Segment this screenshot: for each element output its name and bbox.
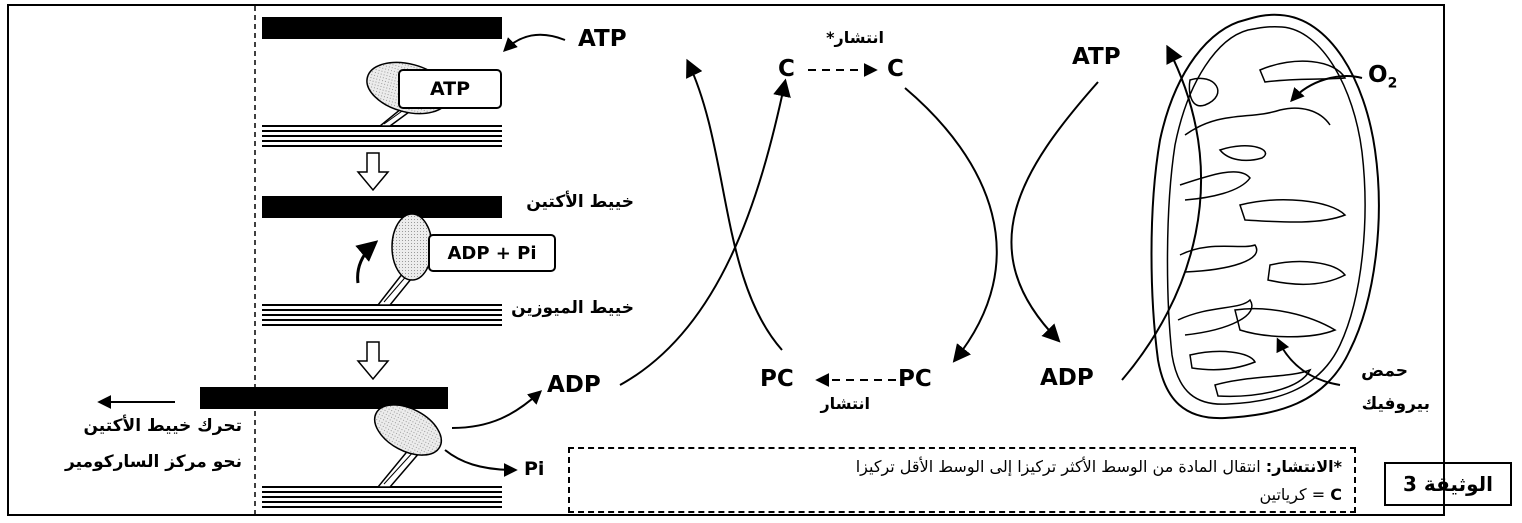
actin-filament-1 [262,17,502,39]
o2-label: O2 [1368,62,1398,92]
diffusion-label-bottom: انتشار [820,394,870,413]
down-arrow-2 [356,341,390,381]
c-to-pc-arc [904,87,998,363]
adp-to-atp-mito-arrow [1121,44,1203,381]
atp-binding-arrow [503,33,566,52]
movement-label-line2: نحو مركز الساركومير [65,452,242,472]
note-line-1: *الانتشار: انتقال المادة من الوسط الأكثر… [855,457,1342,476]
atp-label-left: ATP [578,26,627,52]
movement-label-line1: تحرك خييط الأكتين [83,416,242,436]
rotation-arrow [355,240,379,284]
outer-frame [7,4,1445,516]
pc-to-atp-arc [686,58,783,351]
atp-box: ATP [398,69,502,109]
diffusion-label-top: انتشار* [826,28,884,47]
mitochondrion [1150,13,1380,420]
pi-label: Pi [524,458,545,480]
o2-arrow [1290,75,1363,103]
definition-note: *الانتشار: انتقال المادة من الوسط الأكثر… [568,447,1356,513]
pyruvic-label-line1: حمض [1361,361,1408,381]
pc-label-right: PC [898,366,932,392]
adp-release-arrow [451,390,543,429]
atp-label-mito: ATP [1072,44,1121,70]
c-label-right: C [887,56,904,82]
myosin-label: خييط الميوزين [511,298,634,318]
down-arrow-1 [356,152,390,192]
adp-to-c-arc [619,78,791,386]
pyruvic-label-line2: بيروفيك [1361,394,1430,414]
note-line-2: C = كرياتين [1259,485,1342,504]
actin-label: خييط الأكتين [526,192,634,212]
adp-label-left: ADP [547,372,601,398]
pyruvic-arrow [1276,337,1341,386]
myosin-filament-1 [262,125,502,147]
actin-filament-2 [262,196,502,218]
myosin-filament-3 [262,486,502,508]
pi-release-arrow [444,449,518,477]
c-label-left: C [778,56,795,82]
adp-pi-box: ADP + Pi [428,234,556,272]
actin-filament-3 [200,387,448,409]
pc-label-left: PC [760,366,794,392]
adp-label-mito: ADP [1040,365,1094,391]
atp-to-adp-arc [1010,81,1099,343]
myosin-head-3 [373,404,443,456]
myosin-head-2 [391,213,433,281]
document-label: الوثيقة 3 [1384,462,1512,506]
myosin-filament-2 [262,304,502,326]
